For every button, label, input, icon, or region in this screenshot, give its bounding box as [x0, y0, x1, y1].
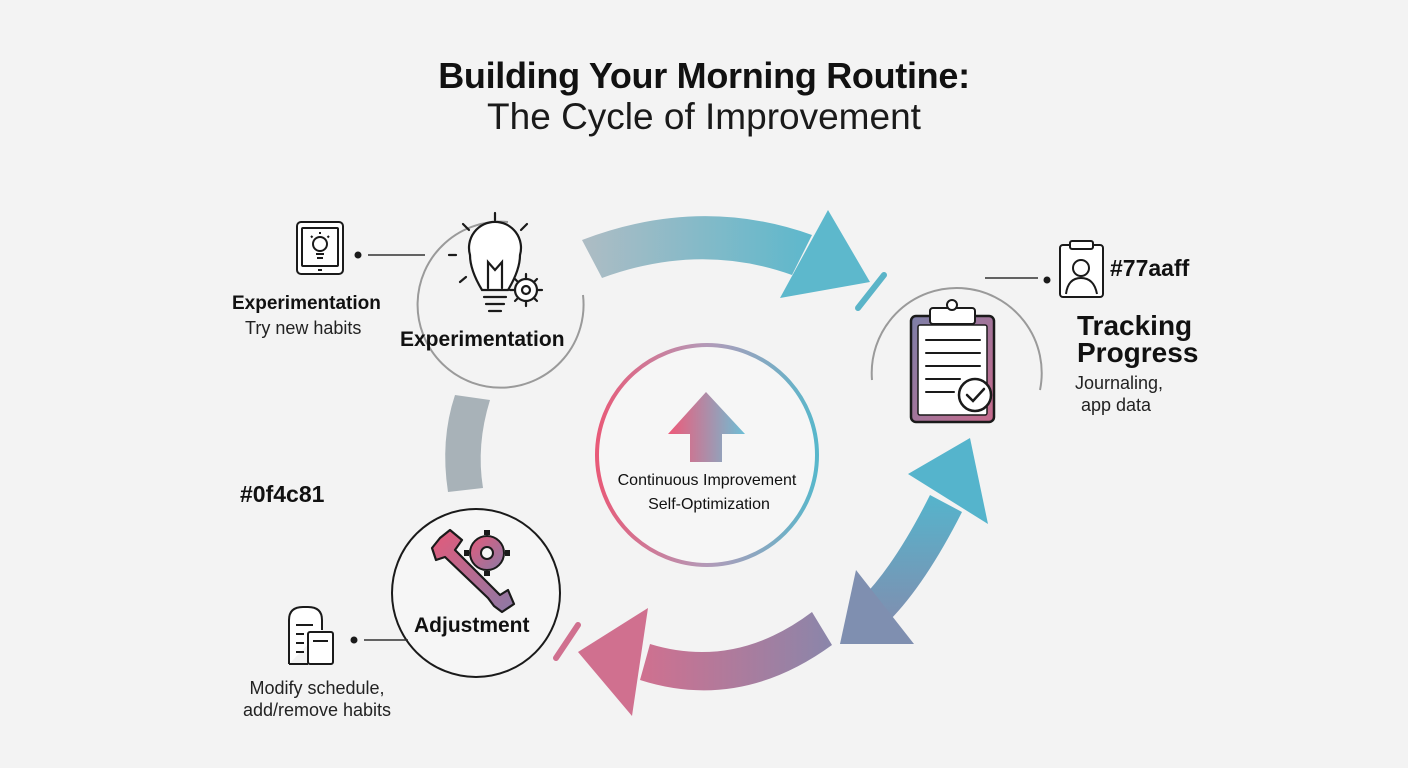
experimentation-node-ring	[416, 220, 585, 389]
experimentation-node-label: Experimentation	[400, 328, 565, 351]
left-hex-label: #0f4c81	[240, 481, 325, 507]
tracking-title: Tracking Progress	[1077, 310, 1199, 368]
arrow-top	[582, 210, 870, 298]
tracking-hex-label: #77aaff	[1110, 255, 1190, 281]
experimentation-side-title: Experimentation	[232, 293, 381, 314]
connector-dot-adjustment	[350, 636, 358, 644]
diagram-subtitle: The Cycle of Improvement	[487, 96, 921, 137]
tracking-title-line2: Progress	[1077, 337, 1199, 368]
connector-dot-experimentation	[354, 251, 362, 259]
connector-dot-tracking	[1043, 276, 1051, 284]
adjustment-node-ring	[391, 508, 561, 678]
document-pages-icon	[288, 606, 334, 665]
adjustment-node-label: Adjustment	[414, 614, 530, 637]
up-arrow-icon	[668, 392, 745, 462]
profile-badge-icon	[1059, 240, 1104, 298]
arrow-tick-bottom	[553, 622, 581, 661]
lightbulb-gear-icon	[447, 211, 544, 313]
arrow-bottom	[578, 608, 832, 716]
center-line2: Self-Optimization	[648, 496, 770, 513]
tracking-sub-line1: Journaling,	[1075, 373, 1164, 393]
experimentation-side-sub: Try new habits	[245, 318, 362, 338]
tracking-node-ring	[870, 287, 1043, 391]
adjustment-sub-line2: add/remove habits	[242, 700, 392, 720]
wrench-gear-icon	[430, 528, 516, 614]
tracking-title-line1: Tracking	[1077, 310, 1193, 341]
arrow-tick-top	[855, 272, 887, 311]
arrow-right	[840, 438, 988, 644]
adjustment-sub-line1: Modify schedule,	[249, 678, 385, 698]
clipboard-check-icon	[909, 299, 996, 424]
tracking-sub-line2: app data	[1081, 395, 1152, 415]
adjustment-sub: Modify schedule, add/remove habits	[228, 677, 406, 721]
tablet-lightbulb-icon	[296, 221, 344, 275]
arrow-left	[445, 395, 490, 492]
diagram-title: Building Your Morning Routine:	[438, 55, 970, 96]
center-line1: Continuous Improvement	[617, 472, 797, 489]
tracking-sub: Journaling, app data	[1075, 372, 1163, 416]
